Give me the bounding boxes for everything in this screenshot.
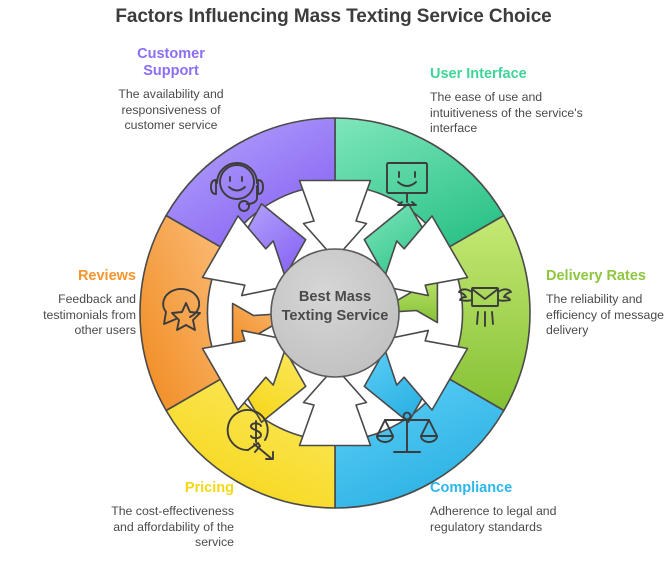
callout-reviews: Reviews Feedback and testimonials from o… (14, 268, 136, 339)
callout-reviews-desc: Feedback and testimonials from other use… (43, 292, 136, 337)
white-arrow-upper-right (380, 215, 469, 297)
callout-pricing-title: Pricing (184, 480, 234, 496)
callout-user-interface: User Interface The ease of use and intui… (430, 66, 600, 137)
callout-compliance: Compliance Adherence to legal and regula… (430, 480, 590, 535)
callout-reviews-title: Reviews (77, 268, 136, 284)
callout-pricing: Pricing The cost-effectiveness and affor… (110, 480, 234, 551)
winged-envelope-icon (458, 287, 512, 327)
segment-reviews[interactable] (139, 214, 226, 412)
white-inward-arrows (201, 179, 469, 447)
callout-compliance-desc: Adherence to legal and regulatory standa… (430, 504, 557, 534)
callout-delivery-rates-title: Delivery Rates (546, 268, 646, 284)
callout-customer-support-desc: The availability and responsiveness of c… (118, 87, 224, 132)
callout-customer-support-title-line1: Customer (137, 46, 205, 62)
callout-user-interface-title: User Interface (430, 66, 527, 82)
white-arrow-bottom (298, 366, 372, 447)
callout-user-interface-desc: The ease of use and intuitiveness of the… (430, 90, 583, 135)
headset-smiley-icon (210, 162, 264, 212)
callout-customer-support-title-line2: Support (143, 63, 199, 79)
speech-bubble-star-icon (162, 287, 201, 331)
callout-delivery-rates: Delivery Rates The reliability and effic… (546, 268, 667, 339)
page-title: Factors Influencing Mass Texting Service… (115, 6, 552, 27)
callout-compliance-title: Compliance (430, 480, 513, 496)
segment-delivery-rates[interactable] (444, 214, 531, 412)
callout-pricing-desc: The cost-effectiveness and affordability… (111, 504, 234, 549)
center-circle[interactable] (270, 248, 400, 378)
white-arrow-top (298, 179, 372, 260)
callout-customer-support: Customer Support The availability and re… (100, 46, 242, 134)
white-arrow-lower-right (380, 329, 469, 411)
monitor-smiley-icon (386, 162, 428, 206)
segment-customer-support[interactable] (165, 117, 336, 251)
balance-scales-icon (376, 411, 438, 453)
dollar-down-arrow-icon (226, 409, 274, 460)
white-arrow-lower-left (201, 329, 290, 411)
callout-delivery-rates-desc: The reliability and efficiency of messag… (546, 292, 665, 337)
white-arrow-upper-left (201, 215, 290, 297)
